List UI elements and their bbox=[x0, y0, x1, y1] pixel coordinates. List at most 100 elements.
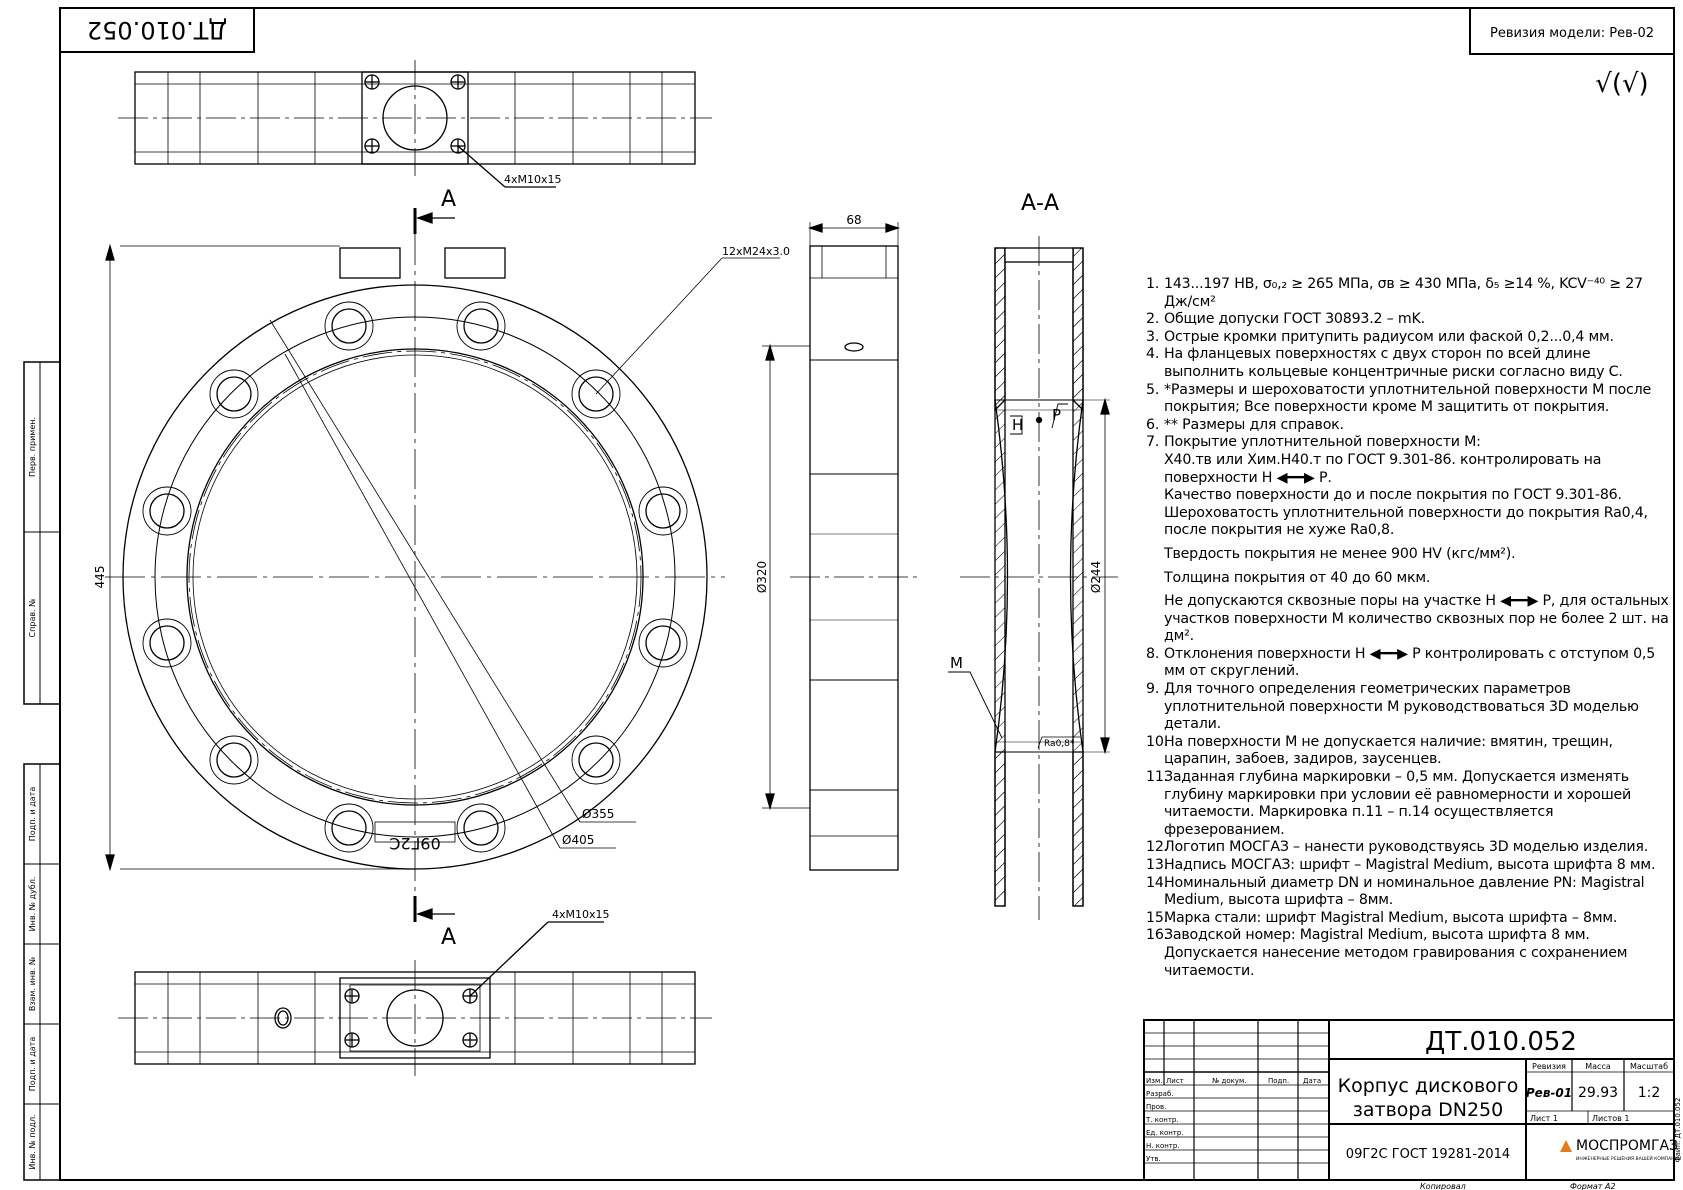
stamp-vzam: Взам. инв. № bbox=[28, 956, 37, 1011]
note-item: 10.На поверхности М не допускается налич… bbox=[1146, 734, 1674, 769]
note-number: 9. bbox=[1146, 681, 1160, 698]
bolt-callout: 12хМ24х3.0 bbox=[722, 245, 790, 258]
revision-label: Ревизия модели: Рев-02 bbox=[1490, 26, 1654, 41]
top-code: ДТ.010.052 bbox=[87, 16, 227, 44]
marking-text: 09Г2С bbox=[389, 834, 440, 853]
note-line: Общие допуски ГОСТ 30893.2 – mK. bbox=[1164, 311, 1425, 328]
note-text: Марка стали: шрифт Magistral Medium, выс… bbox=[1164, 910, 1674, 928]
tb-mass-value: 29.93 bbox=[1578, 1085, 1618, 1101]
tb-row-razrab: Разраб. bbox=[1146, 1090, 1174, 1098]
note-line: Покрытие уплотнительной поверхности М: bbox=[1164, 434, 1481, 451]
roughness-symbol: √(√) bbox=[1595, 69, 1648, 99]
note-line: *Размеры и шероховатости уплотнительной … bbox=[1164, 381, 1652, 416]
bottom-view bbox=[118, 921, 712, 1076]
note-line: Качество поверхности до и после покрытия… bbox=[1164, 487, 1622, 504]
dim-68: 68 bbox=[846, 213, 861, 227]
label-p: Р bbox=[1052, 406, 1061, 424]
note-item: 14.Номинальный диаметр DN и номинальное … bbox=[1146, 875, 1674, 910]
note-line: 143...197 НВ, σ₀,₂ ≥ 265 МПа, σв ≥ 430 М… bbox=[1164, 276, 1643, 310]
note-text: Логотип МОСГАЗ – нанести руководствуясь … bbox=[1164, 839, 1674, 857]
dim-355: Ø355 bbox=[582, 807, 614, 821]
note-item: 1.143...197 НВ, σ₀,₂ ≥ 265 МПа, σв ≥ 430… bbox=[1146, 276, 1674, 311]
note-item: 5.*Размеры и шероховатости уплотнительно… bbox=[1146, 382, 1674, 417]
stamp-podp1: Подп. и дата bbox=[28, 787, 37, 842]
tb-row-edkontr: Ед. контр. bbox=[1146, 1129, 1184, 1137]
tb-company: МОСПРОМГАЗ bbox=[1576, 1138, 1678, 1154]
tb-material: 09Г2С ГОСТ 19281-2014 bbox=[1346, 1147, 1510, 1162]
note-number: 11. bbox=[1146, 769, 1168, 786]
note-number: 16. bbox=[1146, 927, 1168, 944]
top-view bbox=[118, 60, 712, 188]
tb-head-date: Дата bbox=[1303, 1077, 1321, 1085]
stamp-dubl: Инв. № дубл. bbox=[28, 877, 37, 932]
note-number: 5. bbox=[1146, 381, 1160, 398]
note-text: Номинальный диаметр DN и номинальное дав… bbox=[1164, 875, 1674, 910]
note-item: 9.Для точного определения геометрических… bbox=[1146, 681, 1674, 734]
side-stamp-column: Перв. примен. Справ. № Подп. и дата Инв.… bbox=[23, 361, 61, 1181]
label-h: Н bbox=[1012, 416, 1023, 434]
technical-notes: 1.143...197 НВ, σ₀,₂ ≥ 265 МПа, σв ≥ 430… bbox=[1146, 276, 1674, 980]
revision-box bbox=[1469, 7, 1675, 55]
stamp-perv: Перв. примен. bbox=[28, 417, 37, 477]
note-item: 12.Логотип МОСГАЗ – нанести руководствуя… bbox=[1146, 839, 1674, 857]
note-item: 13.Надпись МОСГАЗ: шрифт – Magistral Med… bbox=[1146, 857, 1674, 875]
tb-rev-value: Рев-01 bbox=[1526, 1086, 1572, 1100]
note-text: ** Размеры для справок. bbox=[1164, 417, 1674, 435]
tb-sheet: Лист 1 bbox=[1530, 1114, 1558, 1123]
bolt-holes bbox=[142, 301, 688, 853]
note-item: 11.Заданная глубина маркировки – 0,5 мм.… bbox=[1146, 769, 1674, 839]
note-line: Шероховатость уплотнительной поверхности… bbox=[1164, 504, 1648, 539]
note-text: Надпись МОСГАЗ: шрифт – Magistral Medium… bbox=[1164, 857, 1674, 875]
note-text: 143...197 НВ, σ₀,₂ ≥ 265 МПа, σв ≥ 430 М… bbox=[1164, 276, 1674, 311]
note-line: Твердость покрытия не менее 900 HV (кгс/… bbox=[1164, 545, 1516, 562]
note-item: 15.Марка стали: шрифт Magistral Medium, … bbox=[1146, 910, 1674, 928]
tb-row-tkontr: Т. контр. bbox=[1145, 1116, 1179, 1124]
stamp-podl: Инв. № подл. bbox=[28, 1114, 37, 1169]
note-item: 6.** Размеры для справок. bbox=[1146, 417, 1674, 435]
tb-name-line2: затвора DN250 bbox=[1353, 1099, 1504, 1121]
front-view bbox=[105, 208, 780, 922]
tb-copied: Копировал bbox=[1420, 1182, 1466, 1190]
note-item: 4.На фланцевых поверхностях с двух сторо… bbox=[1146, 346, 1674, 381]
note-line: Отклонения поверхности Н ◀━━▶ Р контроли… bbox=[1164, 645, 1656, 680]
note-item: 16.Заводской номер: Magistral Medium, вы… bbox=[1146, 927, 1674, 980]
note-text: Заводской номер: Magistral Medium, высот… bbox=[1164, 927, 1674, 980]
bottom-thread-callout: 4хМ10х15 bbox=[552, 908, 610, 921]
section-view bbox=[948, 236, 1118, 920]
label-m: М bbox=[950, 654, 963, 672]
tb-head-izm: Изм. bbox=[1146, 1077, 1162, 1085]
note-number: 7. bbox=[1146, 434, 1160, 451]
tb-scale-label: Масштаб bbox=[1630, 1062, 1668, 1071]
tb-designation: ДТ.010.052 bbox=[1425, 1027, 1577, 1057]
note-text: Для точного определения геометрических п… bbox=[1164, 681, 1674, 734]
tb-name-line1: Корпус дискового bbox=[1338, 1075, 1519, 1097]
note-text: *Размеры и шероховатости уплотнительной … bbox=[1164, 382, 1674, 417]
note-line: Заводской номер: Magistral Medium, высот… bbox=[1164, 927, 1628, 979]
tb-rev-label: Ревизия bbox=[1532, 1062, 1566, 1071]
note-number: 8. bbox=[1146, 645, 1160, 662]
tb-row-prov: Пров. bbox=[1146, 1103, 1166, 1111]
note-line: Х40.тв или Хим.Н40.т по ГОСТ 9.301-86. к… bbox=[1164, 451, 1602, 486]
dim-405: Ø405 bbox=[562, 833, 594, 847]
section-label-bottom: А bbox=[441, 925, 456, 950]
note-number: 6. bbox=[1146, 416, 1160, 433]
note-number: 1. bbox=[1146, 276, 1160, 292]
note-line: На поверхности М не допускается наличие:… bbox=[1164, 733, 1613, 768]
tb-sheets: Листов 1 bbox=[1592, 1114, 1630, 1123]
note-line: На фланцевых поверхностях с двух сторон … bbox=[1164, 346, 1623, 380]
section-title: А-А bbox=[1021, 191, 1059, 216]
note-text: Общие допуски ГОСТ 30893.2 – mK. bbox=[1164, 311, 1674, 329]
note-text: Острые кромки притупить радиусом или фас… bbox=[1164, 329, 1674, 347]
note-number: 15. bbox=[1146, 909, 1168, 926]
note-line: Толщина покрытия от 40 до 60 мкм. bbox=[1164, 569, 1431, 586]
note-item: 8.Отклонения поверхности Н ◀━━▶ Р контро… bbox=[1146, 646, 1674, 681]
note-item: 2.Общие допуски ГОСТ 30893.2 – mK. bbox=[1146, 311, 1674, 329]
note-line: Для точного определения геометрических п… bbox=[1164, 681, 1639, 733]
note-number: 12. bbox=[1146, 839, 1168, 856]
note-text: Заданная глубина маркировки – 0,5 мм. До… bbox=[1164, 769, 1674, 839]
tb-head-sign: Подп. bbox=[1268, 1077, 1289, 1085]
note-text: Покрытие уплотнительной поверхности М:Х4… bbox=[1164, 434, 1674, 646]
section-label-top: А bbox=[441, 187, 456, 212]
note-item: 3.Острые кромки притупить радиусом или ф… bbox=[1146, 329, 1674, 347]
